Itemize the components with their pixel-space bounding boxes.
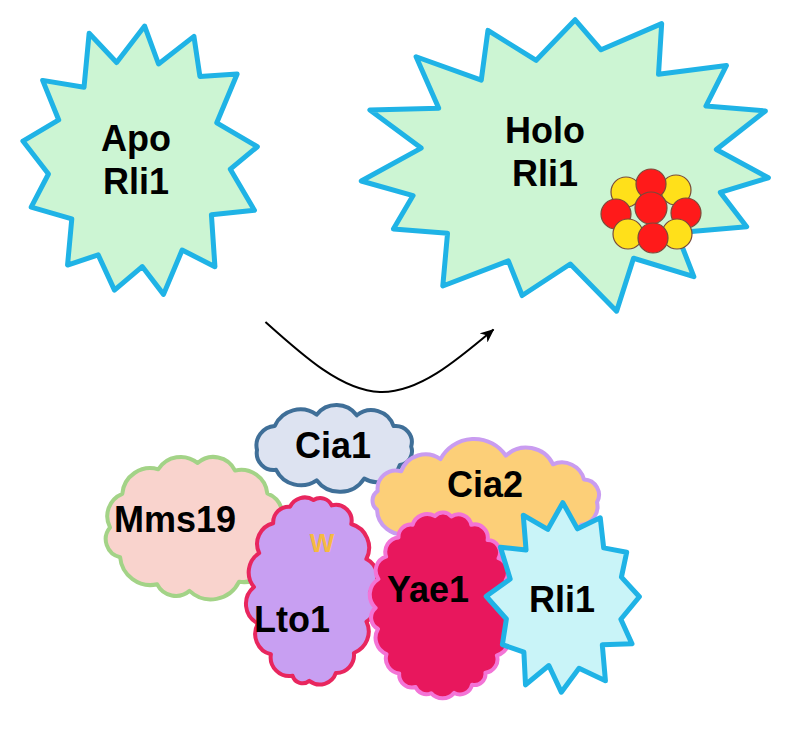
protein-label: Cia2: [447, 463, 523, 506]
protein-label: Cia1: [295, 424, 371, 467]
apo-protein-star: Apo Rli1: [12, 10, 268, 310]
starburst-outline: [12, 10, 268, 310]
conversion-arrow: [265, 322, 493, 392]
iron-atom: [635, 192, 667, 224]
iron-atom: [638, 223, 668, 253]
shape-fill: [23, 26, 257, 294]
rli1-star: Rli1: [480, 492, 648, 704]
protein-label: Apo Rli1: [81, 117, 191, 203]
residue-label: W: [310, 528, 335, 559]
shape-fill: [486, 503, 639, 693]
cloud-outline: [242, 488, 382, 693]
protein-label: Rli1: [529, 578, 595, 621]
shape-fill: [361, 20, 768, 312]
shape-fill: [246, 497, 377, 684]
protein-label: Lto1: [254, 598, 330, 641]
protein-label: Yae1: [387, 568, 469, 611]
holo-protein-star: Holo Rli1: [345, 2, 795, 320]
protein-label: Mms19: [114, 498, 236, 541]
lto1-cloud: W Lto1: [242, 488, 382, 693]
protein-label: Holo Rli1: [488, 109, 603, 195]
